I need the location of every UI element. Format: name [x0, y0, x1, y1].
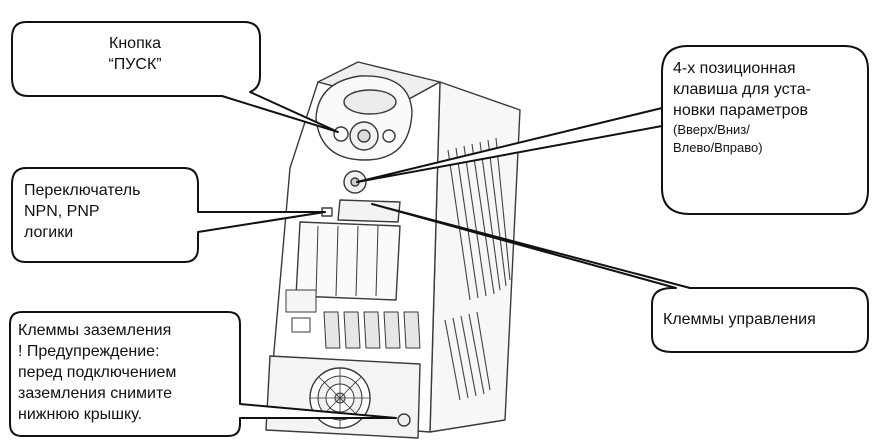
callout-start-button: Кнопка “ПУСК” [40, 33, 230, 75]
callout-bubble-keypad [356, 45, 869, 215]
callout-keypad-line-1: 4-х позиционная [673, 60, 796, 77]
callout-keypad-small-2: Влево/Вправо) [673, 140, 763, 155]
callout-npn-pnp-line-3: логики [24, 224, 74, 241]
callout-ground-line-2: ! Предупреждение: [18, 343, 160, 360]
ground-screw [397, 413, 411, 427]
callout-keypad: 4-х позиционная клавиша для уста- новки … [673, 58, 863, 157]
terminal-cover [337, 199, 401, 223]
callout-bubble-ground-terminals [9, 311, 397, 437]
callout-keypad-line-2: клавиша для уста- [673, 81, 812, 98]
callout-start-button-line-2: “ПУСК” [108, 56, 162, 73]
callout-bubble-start-button [11, 21, 339, 133]
control-terminal-block [295, 221, 401, 301]
dial-center [357, 129, 371, 143]
callout-control-terminals: Клеммы управления [663, 309, 863, 330]
device-side-panel [429, 81, 521, 433]
stop-button-knob [382, 129, 396, 143]
callout-control-terminals-line-1: Клеммы управления [663, 311, 816, 328]
power-terminals [285, 289, 421, 349]
callout-ground-terminals: Клеммы заземления ! Предупреждение: пере… [18, 320, 238, 425]
callout-keypad-line-3: новки параметров [673, 102, 808, 119]
start-button-knob [333, 126, 349, 142]
callout-bubble-control-terminals [371, 203, 869, 353]
callout-ground-line-3: перед подключением [18, 364, 177, 381]
callout-bubble-npn-pnp [11, 167, 326, 263]
callout-keypad-small-1: (Вверх/Вниз/ [673, 122, 750, 137]
side-vents [444, 137, 511, 401]
callout-npn-pnp-line-1: Переключатель [24, 182, 141, 199]
callout-npn-pnp-switch: Переключатель NPN, PNP логики [24, 180, 196, 243]
callout-ground-line-1: Клеммы заземления [18, 322, 172, 339]
callout-start-button-line-1: Кнопка [109, 35, 161, 52]
callout-ground-line-4: заземления снимите [18, 385, 172, 402]
callout-npn-pnp-line-2: NPN, PNP [24, 203, 100, 220]
callout-ground-line-5: нижнюю крышку. [18, 406, 143, 423]
display-window [343, 89, 397, 115]
